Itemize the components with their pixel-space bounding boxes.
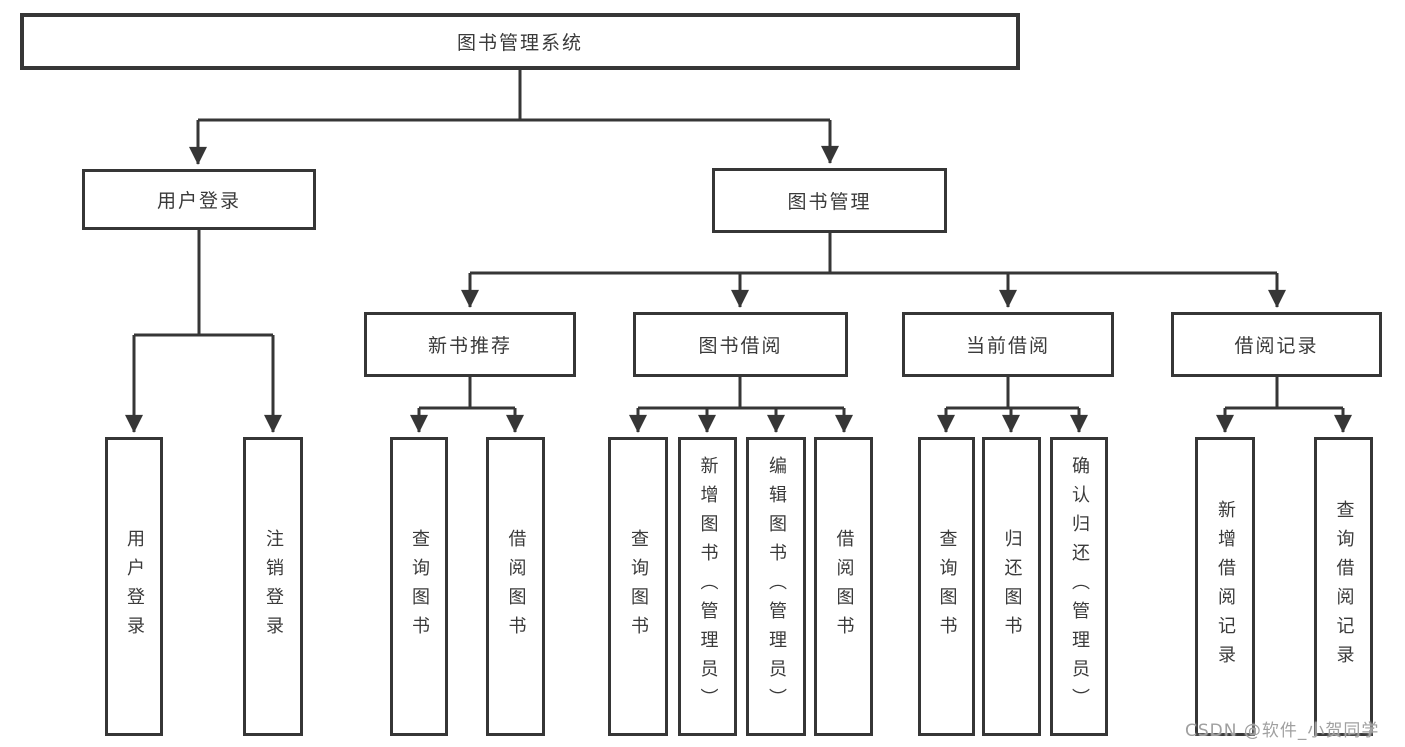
leaf-label: 查询图书 (409, 528, 430, 645)
node-root: 图书管理系统 (20, 13, 1020, 70)
node-book-management: 图书管理 (712, 168, 947, 233)
node-current-borrow: 当前借阅 (902, 312, 1114, 377)
leaf-label: 编辑图书（管理员） (766, 456, 787, 717)
node-user-login: 用户登录 (82, 169, 316, 230)
leaf-query-borrow-record: 查询借阅记录 (1314, 437, 1373, 736)
leaf-add-book-admin: 新增图书（管理员） (678, 437, 737, 736)
watermark: CSDN @软件_小贺同学 (1185, 721, 1380, 741)
leaf-label: 用户登录 (124, 528, 145, 645)
leaf-query-books-recommend: 查询图书 (390, 437, 448, 736)
leaf-label: 借阅图书 (833, 528, 855, 645)
leaf-label: 新增图书（管理员） (697, 456, 719, 717)
leaf-logout: 注销登录 (243, 437, 303, 736)
leaf-borrow-books: 借阅图书 (814, 437, 873, 736)
leaf-label: 借阅图书 (505, 528, 527, 645)
leaf-query-books-current: 查询图书 (918, 437, 975, 736)
leaf-edit-book-admin: 编辑图书（管理员） (746, 437, 806, 736)
leaf-label: 查询借阅记录 (1333, 499, 1355, 674)
leaf-label: 确认归还（管理员） (1069, 456, 1090, 717)
leaf-user-login: 用户登录 (105, 437, 163, 736)
leaf-return-book: 归还图书 (982, 437, 1041, 736)
node-book-borrow: 图书借阅 (633, 312, 848, 377)
node-borrow-records: 借阅记录 (1171, 312, 1382, 377)
leaf-confirm-return-admin: 确认归还（管理员） (1050, 437, 1108, 736)
leaf-label: 查询图书 (628, 528, 649, 645)
leaf-label: 新增借阅记录 (1215, 499, 1236, 674)
leaf-label: 归还图书 (1001, 528, 1023, 645)
leaf-query-books-borrow: 查询图书 (608, 437, 668, 736)
leaf-borrow-books-recommend: 借阅图书 (486, 437, 545, 736)
leaf-label: 注销登录 (263, 528, 284, 645)
node-new-book-recommend: 新书推荐 (364, 312, 576, 377)
leaf-add-borrow-record: 新增借阅记录 (1195, 437, 1255, 736)
leaf-label: 查询图书 (936, 528, 958, 645)
